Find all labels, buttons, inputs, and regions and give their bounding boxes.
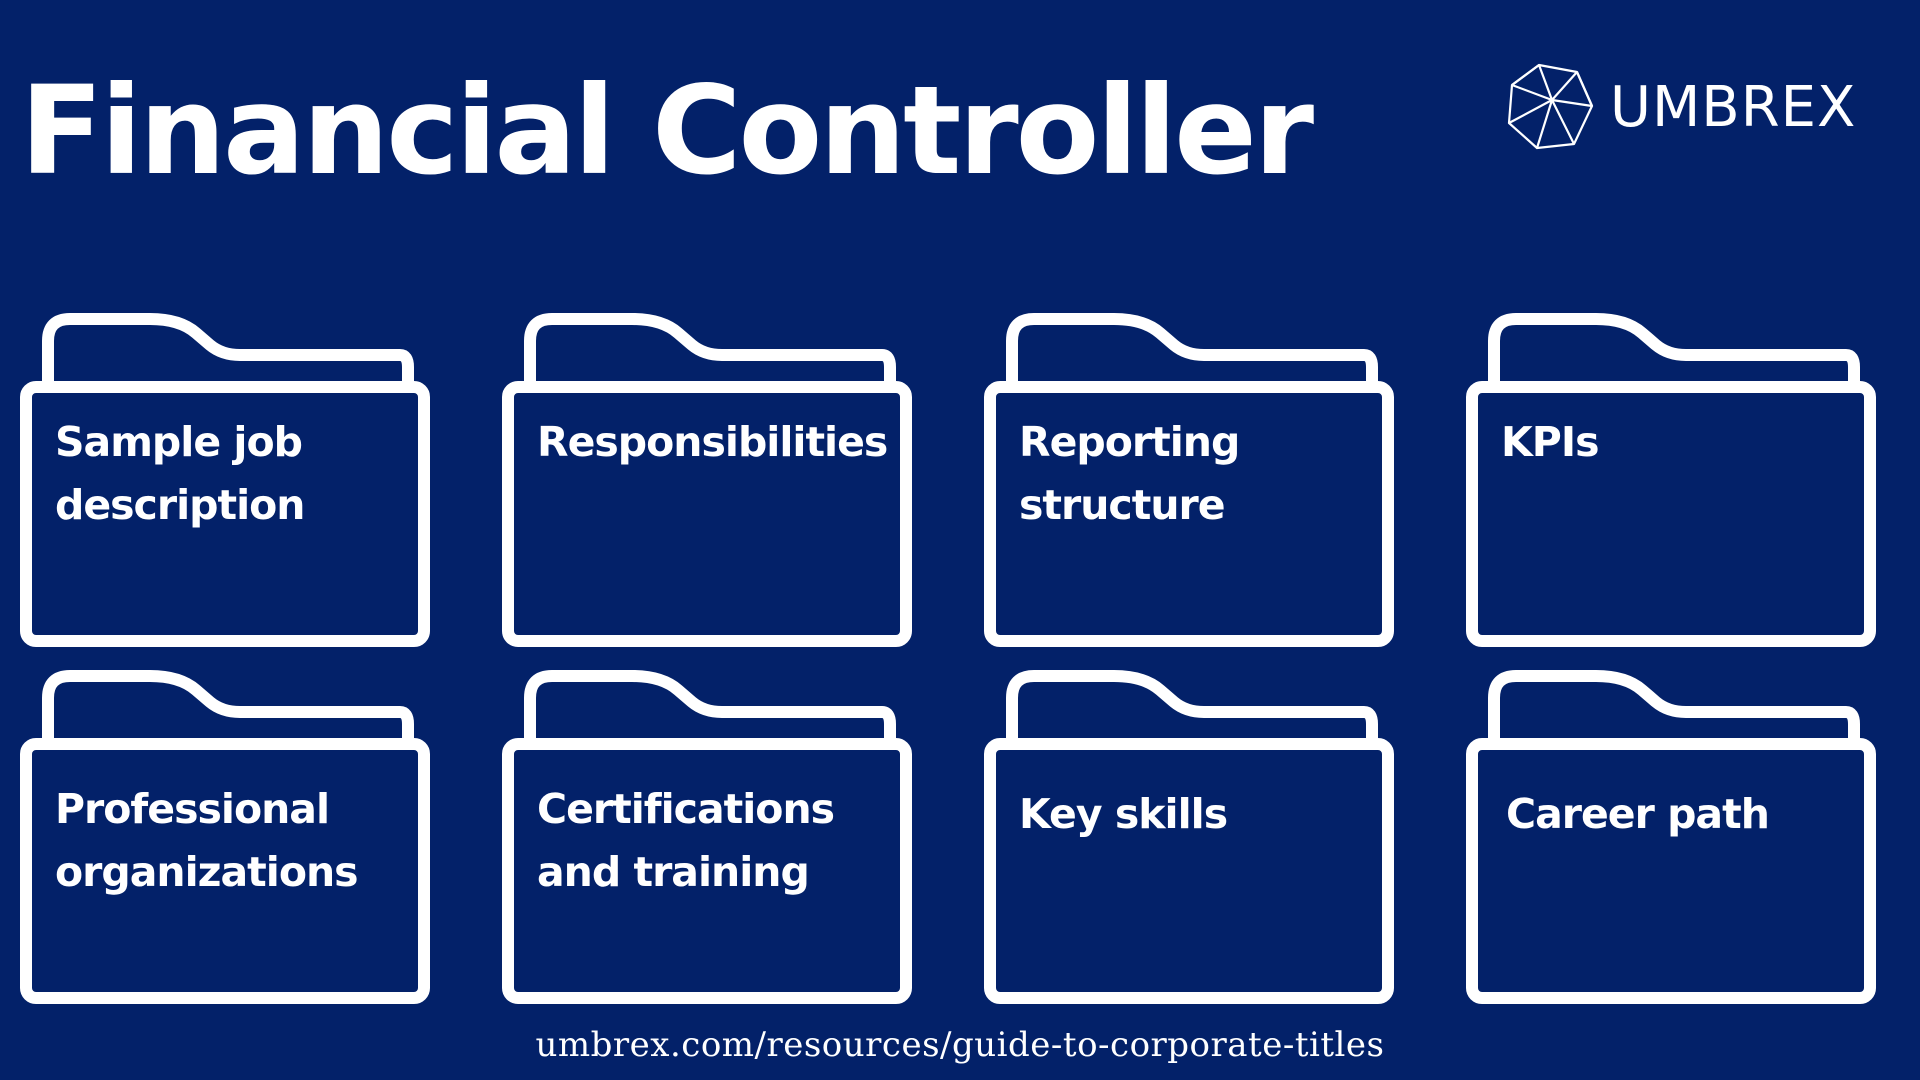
folder-icon [20, 670, 430, 1004]
footer-url[interactable]: umbrex.com/resources/guide-to-corporate-… [535, 1025, 1385, 1065]
folder-label: Responsibilities [537, 418, 888, 466]
folder-key-skills[interactable]: Key skills [984, 670, 1394, 1005]
folder-career-path[interactable]: Career path [1466, 670, 1876, 1005]
folder-certifications-and-training[interactable]: Certifications and training [502, 670, 912, 1005]
folder-kpis[interactable]: KPIs [1466, 313, 1876, 648]
folder-label: KPIs [1501, 418, 1599, 466]
folder-icon [1466, 670, 1876, 1004]
folder-professional-organizations[interactable]: Professional organizations [20, 670, 430, 1005]
logo-text: UMBREX [1610, 74, 1857, 140]
folder-icon [1466, 313, 1876, 647]
folder-label: Professional organizations [55, 785, 359, 896]
folder-icon [502, 313, 912, 647]
folder-label: Reporting structure [1019, 418, 1240, 529]
folder-label: Key skills [1019, 790, 1228, 838]
folder-label: Career path [1506, 790, 1770, 838]
folder-sample-job-description[interactable]: Sample job description [20, 313, 430, 648]
folder-label: Certifications and training [537, 785, 835, 896]
folder-icon [984, 313, 1394, 647]
folder-reporting-structure[interactable]: Reporting structure [984, 313, 1394, 648]
folder-icon [20, 313, 430, 647]
page-title: Financial Controller [20, 60, 1314, 202]
folder-icon [502, 670, 912, 1004]
geodesic-sphere-icon [1507, 63, 1594, 150]
umbrex-logo[interactable]: UMBREX [1504, 62, 1856, 152]
folder-label: Sample job description [55, 418, 306, 529]
folder-icon [984, 670, 1394, 1004]
folder-responsibilities[interactable]: Responsibilities [502, 313, 912, 648]
